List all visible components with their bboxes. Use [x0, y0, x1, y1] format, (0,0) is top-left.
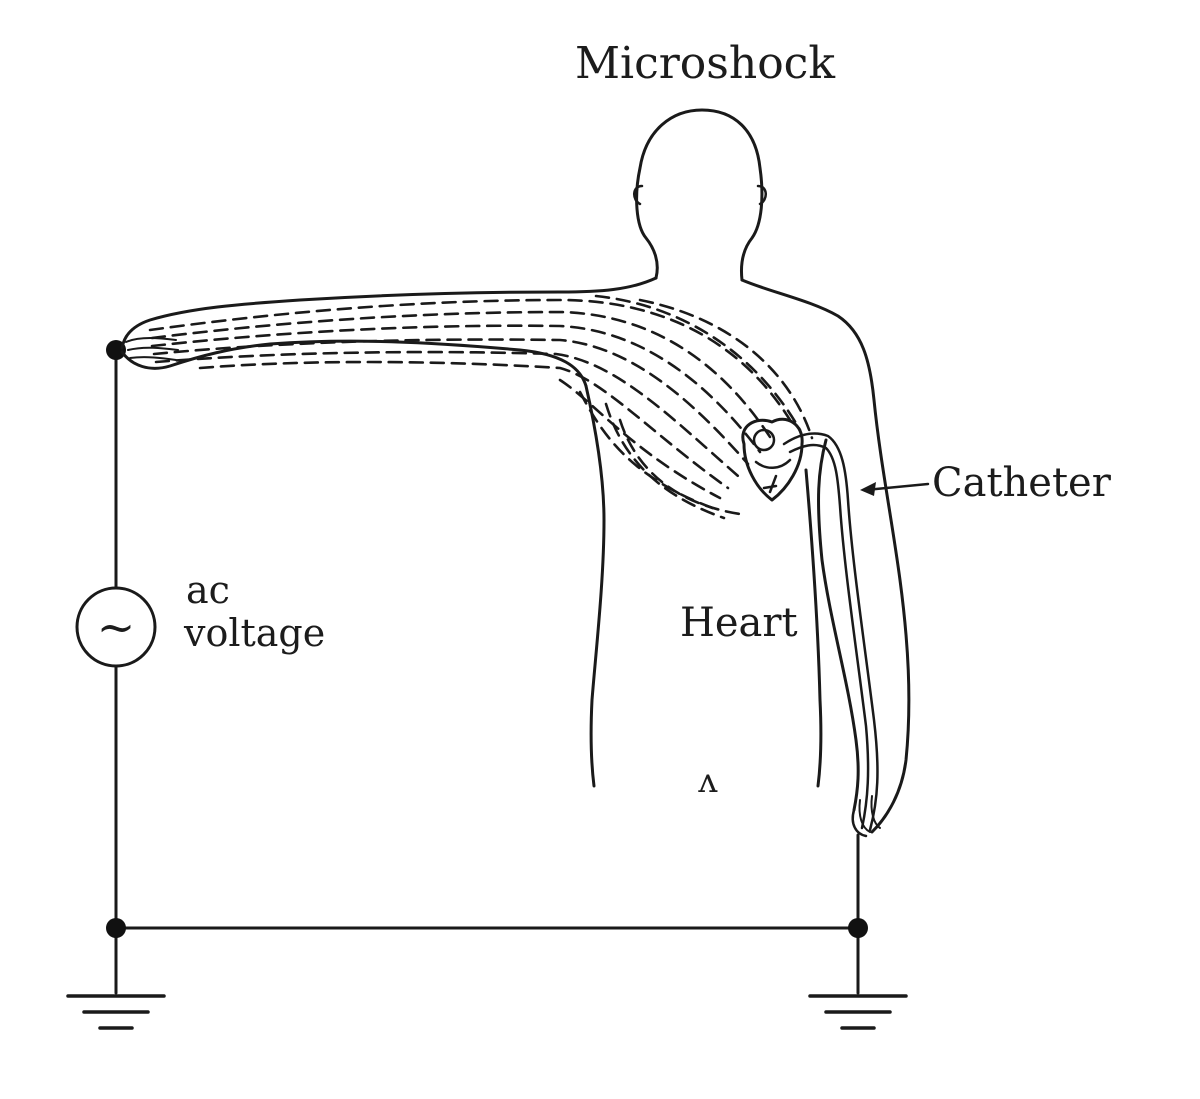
head-outline — [635, 108, 764, 282]
voltage-label: voltage — [183, 611, 325, 655]
raised-arm-lower-outline — [120, 339, 588, 388]
current-field-lines — [148, 294, 814, 520]
catheter-tube — [782, 432, 879, 832]
hanging-arm-inner-outline — [817, 438, 860, 812]
hand-contact-dot — [106, 340, 126, 360]
catheter-pointer — [864, 482, 930, 492]
heart-icon — [741, 417, 804, 502]
circuit-wires — [114, 348, 860, 995]
catheter-label: Catheter — [932, 460, 1112, 506]
catheter-arrowhead — [860, 482, 876, 496]
left-junction-dot — [106, 918, 126, 938]
navel-mark: ʌ — [697, 761, 718, 801]
ac-source-icon — [75, 586, 157, 668]
torso-left-outline — [584, 384, 606, 788]
diagram-title: Microshock — [575, 38, 835, 89]
raised-arm-upper-outline — [120, 276, 658, 350]
right-shoulder-outline — [740, 278, 911, 834]
torso-right-outline — [804, 468, 823, 788]
right-ground-icon — [808, 994, 908, 1030]
right-junction-dot — [848, 918, 868, 938]
ac-label: ac — [186, 568, 230, 612]
left-ground-icon — [66, 994, 166, 1030]
heart-label: Heart — [680, 600, 798, 646]
human-figure — [120, 108, 911, 838]
ac-source-symbol: ~ — [97, 600, 136, 654]
